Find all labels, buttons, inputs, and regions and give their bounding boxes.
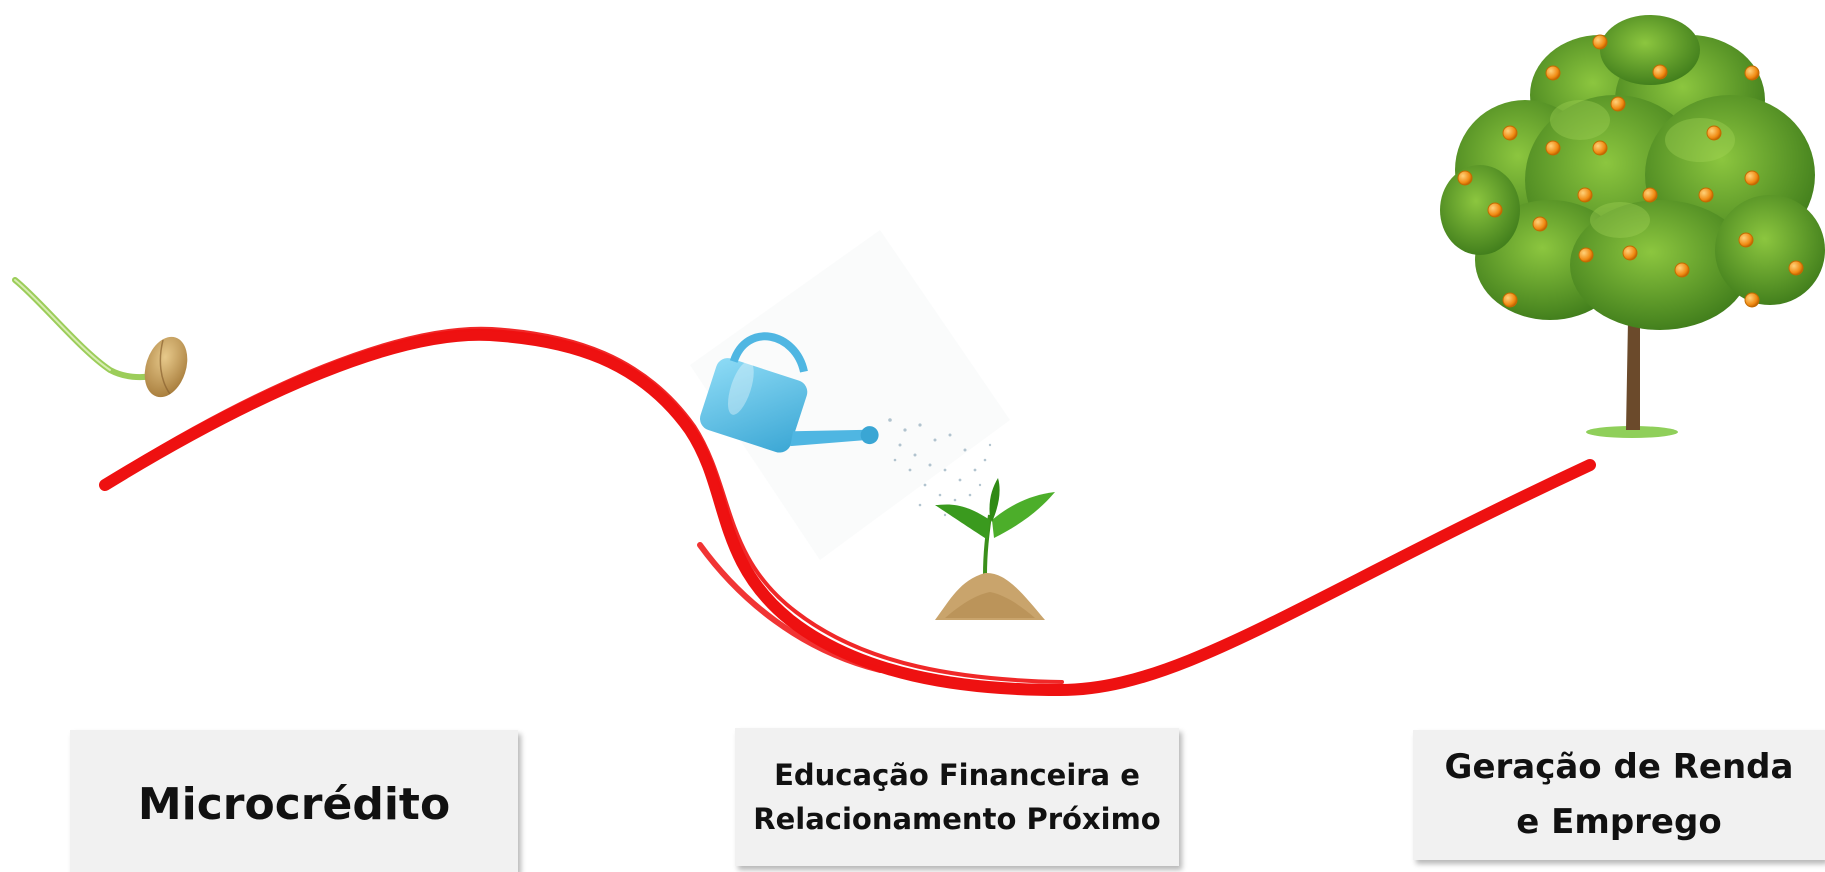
fruit-icon	[1744, 170, 1760, 186]
fruit-icon	[1545, 65, 1561, 81]
growth-path-stroke-accent	[697, 542, 883, 673]
fruit-icon	[1487, 202, 1503, 218]
tree-foliage-icon	[1440, 15, 1825, 330]
seed-icon	[144, 336, 188, 398]
fruit-icon	[1577, 187, 1593, 203]
fruit-icon	[1642, 187, 1658, 203]
fruit-icon	[1502, 292, 1518, 308]
grass-patch-icon	[1586, 426, 1678, 438]
fruit-icon	[1744, 65, 1760, 81]
fruit-icon	[1610, 96, 1626, 112]
watering-can-icon	[699, 332, 879, 453]
fruit-icon	[1592, 34, 1608, 50]
fruit-icon	[1457, 170, 1473, 186]
fruit-icon	[1706, 125, 1722, 141]
fruit-icon	[1592, 140, 1608, 156]
fruit-icon	[1652, 64, 1668, 80]
fruit-icon	[1698, 187, 1714, 203]
growth-path-stroke-main	[99, 328, 1596, 697]
stage-label-geracao-renda: Geração de Renda e Emprego	[1413, 730, 1825, 860]
fruit-icon	[1622, 245, 1638, 261]
stage-label-line-1: Geração de Renda	[1444, 747, 1794, 787]
sprout-icon	[935, 478, 1055, 576]
fruit-icon	[1545, 140, 1561, 156]
stage-label-microcredito: Microcrédito	[70, 730, 518, 872]
water-spray-icon	[888, 418, 992, 522]
fruit-icon	[1738, 232, 1754, 248]
growth-path	[99, 326, 1596, 697]
stage-label-line-2: Relacionamento Próximo	[753, 802, 1161, 836]
stage-label-line-2: e Emprego	[1516, 802, 1722, 842]
fruit-icon	[1788, 260, 1804, 276]
fruit-icon	[1578, 247, 1594, 263]
growth-path-stroke-secondary	[108, 326, 1064, 684]
stage-label-line-1: Educação Financeira e	[774, 758, 1140, 792]
fruit-icons	[1457, 34, 1804, 308]
fruit-icon	[1744, 292, 1760, 308]
fruit-icon	[1502, 125, 1518, 141]
stage-label-educacao-financeira: Educação Financeira e Relacionamento Pró…	[735, 728, 1179, 866]
watering-can-illustration	[690, 230, 1055, 620]
fruit-icon	[1532, 216, 1548, 232]
fruit-tree-illustration	[1440, 15, 1825, 438]
germinating-seed-illustration	[12, 277, 188, 398]
seed-sprout-icon	[12, 277, 158, 381]
fruit-icon	[1674, 262, 1690, 278]
stage-label-text: Microcrédito	[137, 778, 451, 830]
